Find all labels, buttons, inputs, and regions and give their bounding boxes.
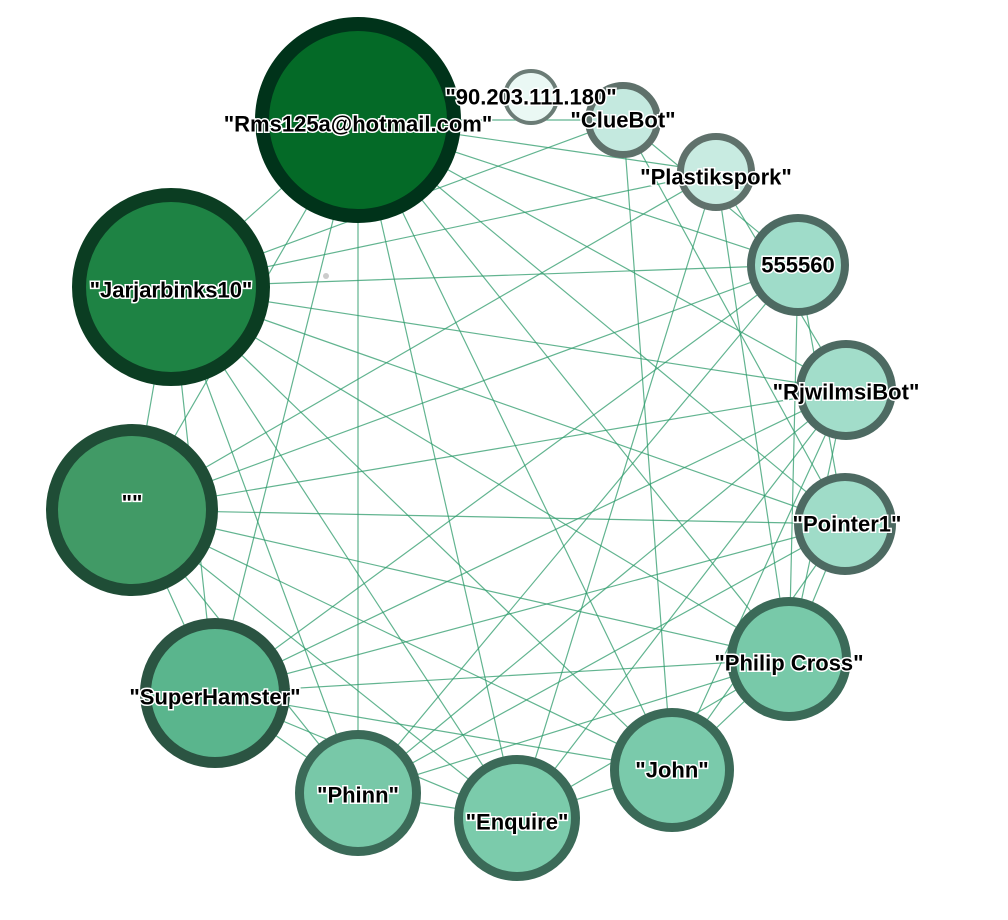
edge-empty-john [131,509,673,771]
node-rjwilmsi[interactable] [796,340,896,440]
edge-superhamster-rjwilmsi [214,389,847,694]
label-layer: "Rms125a@hotmail.com""90.203.111.180""Cl… [88,83,921,836]
edge-jarjar-n555560 [170,264,799,288]
edge-jarjar-enquire [170,286,518,819]
edge-superhamster-n555560 [214,264,799,694]
edge-philip-plastik [715,171,790,660]
edge-empty-rjwilmsi [131,389,847,511]
edge-rms-philip [357,119,790,660]
node-plastik[interactable] [677,133,755,211]
edge-empty-n555560 [131,264,799,511]
node-label-john: "John" [635,758,708,783]
node-jarjar[interactable] [72,188,270,386]
edge-john-cluebot [622,119,673,771]
node-label-enquire: "Enquire" [466,810,569,835]
node-ip[interactable] [503,69,559,125]
edge-empty-plastik [131,171,717,511]
edge-pointer1-cluebot [622,119,846,525]
node-label-n555560: 555560 [761,253,834,278]
node-layer: "Rms125a@hotmail.com""90.203.111.180""Cl… [46,17,921,881]
edge-philip-n555560 [788,264,799,660]
node-label-phinn: "Phinn" [317,783,399,808]
node-n555560[interactable] [747,214,849,316]
node-label-empty: "" [122,491,143,516]
node-pointer1[interactable] [794,473,896,575]
node-label-cluebot: "ClueBot" [570,108,675,133]
edge-superhamster-philip [214,658,790,694]
node-philip[interactable] [727,597,851,721]
edge-phinn-philip [357,658,790,794]
node-john[interactable] [610,708,734,832]
edge-empty-philip [131,509,790,660]
node-label-pointer1: "Pointer1" [793,512,902,537]
edge-rms-john [357,119,673,771]
node-enquire[interactable] [454,755,580,881]
edge-jarjar-rjwilmsi [170,286,847,391]
edge-phinn-rjwilmsi [357,389,847,794]
edge-enquire-rjwilmsi [516,389,847,819]
edge-empty-pointer1 [131,509,846,525]
stray-dot [323,273,329,279]
edge-superhamster-pointer1 [214,523,846,694]
node-label-plastik: "Plastikspork" [640,165,792,190]
edge-enquire-plastik [516,171,717,819]
node-label-jarjar: "Jarjarbinks10" [90,278,253,303]
node-superhamster[interactable] [140,618,290,768]
edge-jarjar-john [170,286,673,771]
edge-superhamster-john [214,692,673,771]
edge-jarjar-pointer1 [170,286,846,525]
node-rms[interactable] [255,17,461,223]
node-label-rjwilmsi: "RjwilmsiBot" [773,380,920,405]
node-cluebot[interactable] [585,82,661,158]
node-label-rms: "Rms125a@hotmail.com" [224,112,493,137]
edge-jarjar-philip [170,286,790,660]
node-label-ip: "90.203.111.180" [445,85,616,110]
node-label-superhamster: "SuperHamster" [129,685,300,710]
edge-phinn-n555560 [357,264,799,794]
edge-john-rjwilmsi [671,389,847,771]
node-empty[interactable] [46,424,218,596]
node-label-philip: "Philip Cross" [714,651,863,676]
edge-rms-enquire [357,119,518,819]
node-phinn[interactable] [295,730,421,856]
